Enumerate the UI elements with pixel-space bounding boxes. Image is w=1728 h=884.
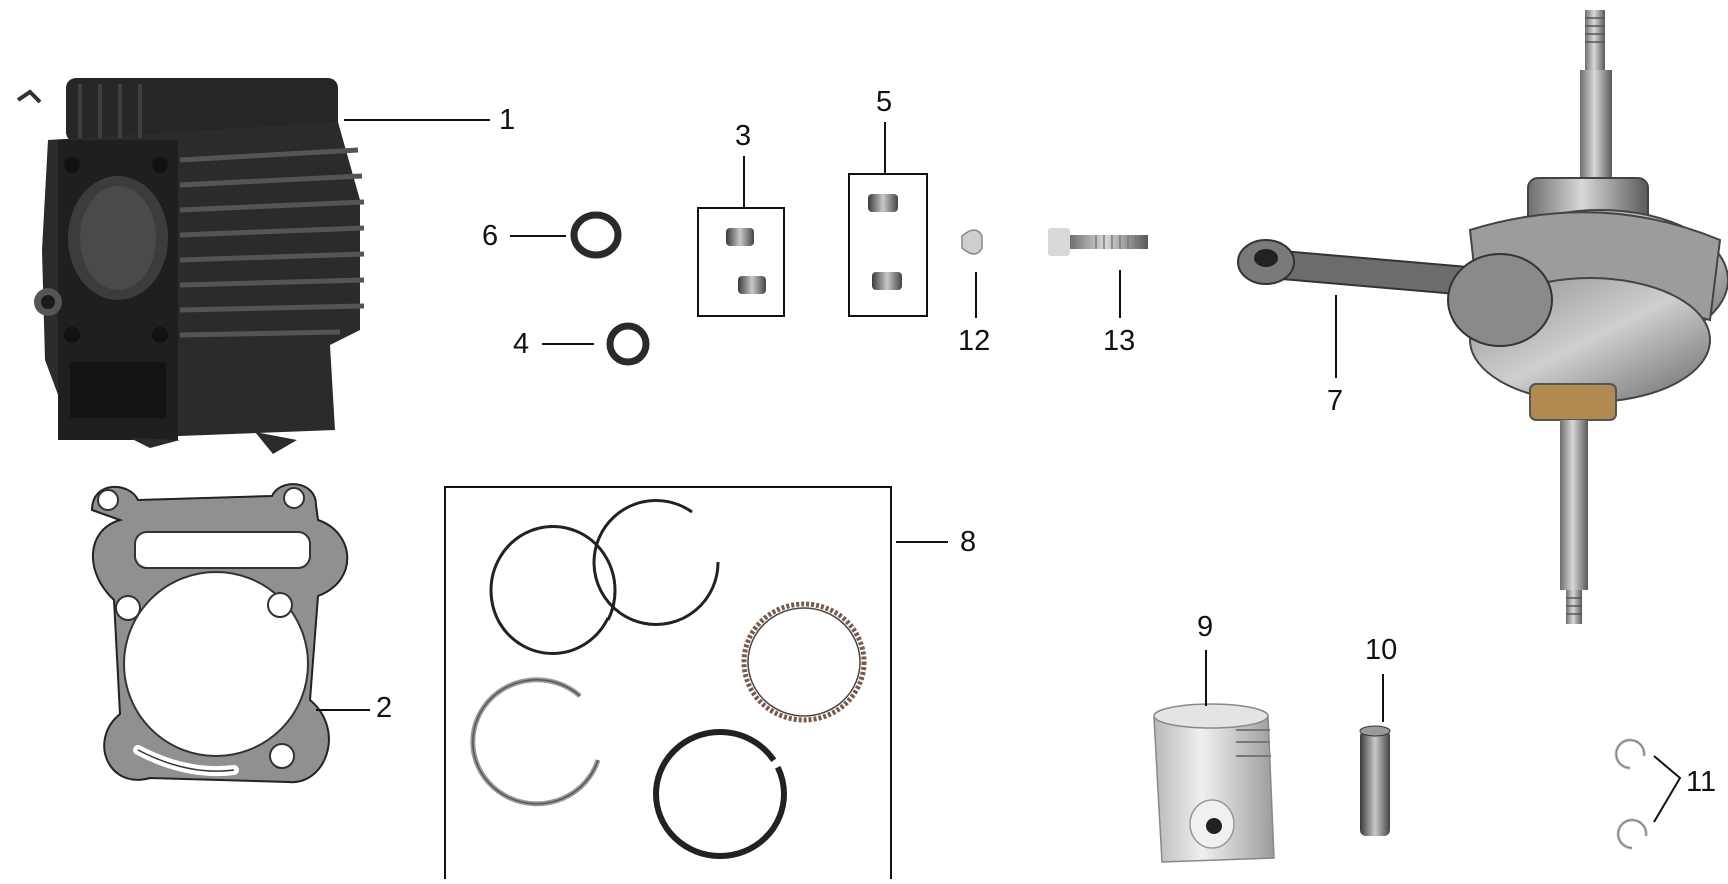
callout-13: 13 [1103,327,1135,356]
leader-lines [316,120,1680,822]
callout-7: 7 [1327,387,1343,416]
callout-1: 1 [499,106,515,135]
callout-10: 10 [1365,636,1397,665]
cylinder-gasket [92,484,347,782]
leader-line-11 [1654,756,1680,822]
piston-ring-set [445,487,891,879]
callout-6: 6 [482,222,498,251]
callout-12: 12 [958,327,990,356]
woodruff-key [962,230,982,254]
crankshaft-assembly [1238,10,1728,624]
o-ring-small [610,326,646,362]
callout-9: 9 [1197,613,1213,642]
piston-pin-circlips [1616,740,1646,848]
callout-4: 4 [513,330,529,359]
dowel-pins-box-3 [698,208,784,316]
callout-5: 5 [876,88,892,117]
callout-8: 8 [960,528,976,557]
piston [1154,704,1274,862]
callout-3: 3 [735,122,751,151]
callout-2: 2 [376,694,392,723]
o-ring-large [574,215,618,255]
dowel-pins-box-5 [849,174,927,316]
cylinder-block [18,78,364,454]
callout-11: 11 [1686,768,1716,797]
piston-pin [1360,726,1390,836]
bolt [1048,228,1148,256]
